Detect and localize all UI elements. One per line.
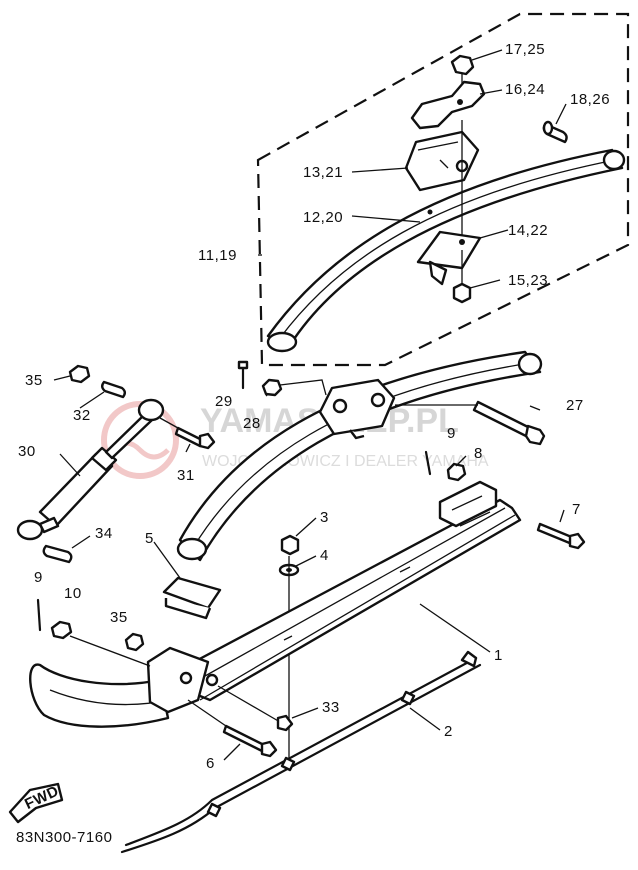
wear-bar-2 <box>120 650 482 854</box>
collar-32 <box>101 380 126 399</box>
spring-center-bracket <box>318 378 396 440</box>
pin-9-lower <box>36 598 42 632</box>
callout-2: 2 <box>444 723 453 740</box>
nut-35-lower <box>124 632 145 652</box>
leaf-spring-lower-leaf-line <box>192 362 531 549</box>
ski-front-mount <box>146 646 210 714</box>
lower-spring-eye-rear <box>517 352 543 376</box>
callout-4: 4 <box>320 547 329 564</box>
bolt-15 <box>452 250 472 304</box>
bolt-31 <box>159 417 216 450</box>
callout-31: 31 <box>177 467 195 484</box>
callout-1: 1 <box>494 647 503 664</box>
callout-3: 3 <box>320 509 329 526</box>
callout-18-26: 18,26 <box>570 91 610 108</box>
spring-hole <box>427 209 433 215</box>
callout-30: 30 <box>18 443 36 460</box>
spring-eye-rear <box>602 149 626 171</box>
collar-18 <box>542 120 568 144</box>
nut-28 <box>261 378 327 397</box>
callout-29: 29 <box>215 393 233 410</box>
pin-9-upper <box>424 450 432 476</box>
callout-34: 34 <box>95 525 113 542</box>
callout-28: 28 <box>243 415 261 432</box>
callout-16-24: 16,24 <box>505 81 545 98</box>
callout-35-upper: 35 <box>25 372 43 389</box>
callout-32: 32 <box>73 407 91 424</box>
callout-13-21: 13,21 <box>303 164 343 181</box>
bracket-5 <box>162 576 222 620</box>
clamp-16 <box>410 80 486 130</box>
callout-17-25: 17,25 <box>505 41 545 58</box>
ski-rear-riser <box>438 480 498 528</box>
lower-spring-eye-front <box>176 537 208 561</box>
bolt-33 <box>217 685 294 732</box>
nut-35-upper <box>68 364 91 384</box>
bolt-7 <box>536 522 586 550</box>
spring-eye-front <box>266 331 298 353</box>
plate-14 <box>416 230 482 286</box>
bolt-27 <box>395 400 546 446</box>
screw-29 <box>237 360 249 390</box>
callout-10: 10 <box>64 585 82 602</box>
leader-lines <box>53 49 567 761</box>
callout-8: 8 <box>474 445 483 462</box>
leaf-spring-exploded <box>266 148 626 353</box>
nut-10 <box>50 620 151 667</box>
callout-14-22: 14,22 <box>508 222 548 239</box>
seat-bracket-13 <box>404 130 480 192</box>
ski-tip <box>29 663 170 728</box>
callout-27: 27 <box>566 397 584 414</box>
callout-5: 5 <box>145 530 154 547</box>
shock-absorber-30 <box>16 398 165 541</box>
collar-34 <box>42 544 73 564</box>
spring-assembly-boundary <box>256 12 630 367</box>
callout-12-20: 12,20 <box>303 209 343 226</box>
nut-8 <box>446 462 467 482</box>
callout-33: 33 <box>322 699 340 716</box>
callout-9-lower: 9 <box>34 569 43 586</box>
diagram-code: 83N300-7160 <box>16 829 112 846</box>
nut-3 <box>280 534 300 556</box>
direction-tag: FWD <box>8 782 64 824</box>
callout-7: 7 <box>572 501 581 518</box>
callout-15-23: 15,23 <box>508 272 548 289</box>
bolt-6 <box>187 699 278 758</box>
ski-1 <box>29 480 522 728</box>
callout-9-upper: 9 <box>447 425 456 442</box>
callout-labels: 17,25 16,24 18,26 13,21 12,20 14,22 11,1… <box>18 41 610 772</box>
callout-35-lower: 35 <box>110 609 128 626</box>
fwd-arrow-icon <box>8 782 64 824</box>
callout-11-19: 11,19 <box>198 247 237 264</box>
callout-6: 6 <box>206 755 215 772</box>
leaf-spring-upper-leaf-line <box>279 159 616 339</box>
